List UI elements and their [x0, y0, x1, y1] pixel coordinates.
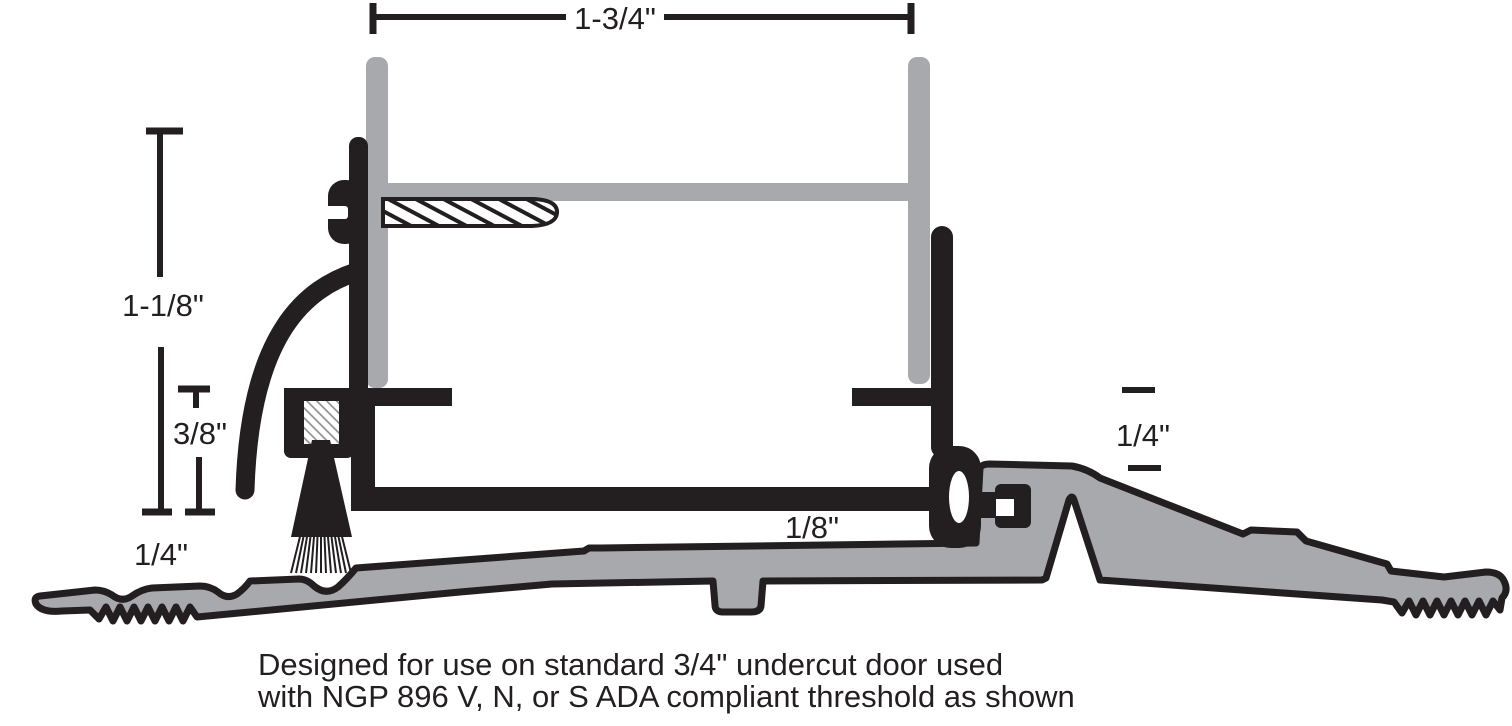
dim-label-overall-height: 1-1/8"	[122, 288, 204, 323]
sweep-right-retainer-flange	[852, 388, 936, 406]
dimension-annotations	[142, 3, 1161, 516]
dim-label-bottom-left: 1/4"	[134, 537, 188, 572]
sweep-rubber-fin	[235, 262, 366, 500]
pivot-foot-slot	[949, 471, 969, 523]
dim-label-undercut-gap: 1/8"	[785, 510, 839, 545]
door-bottom-rail	[372, 183, 922, 201]
threshold-anchor-clip	[977, 484, 1031, 528]
sweep-right-face-plate	[931, 226, 953, 458]
anchor-clip-stem	[977, 492, 997, 518]
mounting-screw	[381, 197, 559, 228]
door-sweep-housing	[235, 137, 981, 548]
dimension-overall-height	[142, 127, 183, 516]
brush-holder-insert	[302, 399, 341, 446]
dimension-top-width	[369, 3, 915, 34]
screw-head-slot	[324, 206, 348, 219]
threshold-profile	[31, 460, 1510, 625]
caption: Designed for use on standard 3/4" underc…	[257, 647, 1075, 714]
screw-shaft-hatched	[381, 197, 559, 228]
caption-line-1: Designed for use on standard 3/4" underc…	[258, 647, 1003, 682]
door-bottom-section	[366, 57, 930, 388]
anchor-clip-notch	[996, 499, 1014, 516]
sweep-bottom-plate	[351, 487, 947, 511]
sweep-left-face-plate	[349, 137, 368, 399]
threshold-extrusion-shape	[31, 460, 1510, 625]
caption-line-2: with NGP 896 V, N, or S ADA compliant th…	[257, 679, 1075, 714]
brush-tuft-body	[291, 440, 352, 537]
door-left-face	[366, 57, 388, 388]
brush-seal-assembly	[284, 388, 354, 574]
door-right-face	[908, 57, 930, 384]
dim-label-threshold-rise: 1/4"	[1116, 418, 1170, 453]
dimension-threshold-rise	[1122, 387, 1161, 471]
dim-label-top-width: 1-3/4"	[574, 1, 656, 36]
dimension-lower-height	[178, 385, 215, 516]
dim-label-lower-height: 3/8"	[173, 416, 227, 451]
